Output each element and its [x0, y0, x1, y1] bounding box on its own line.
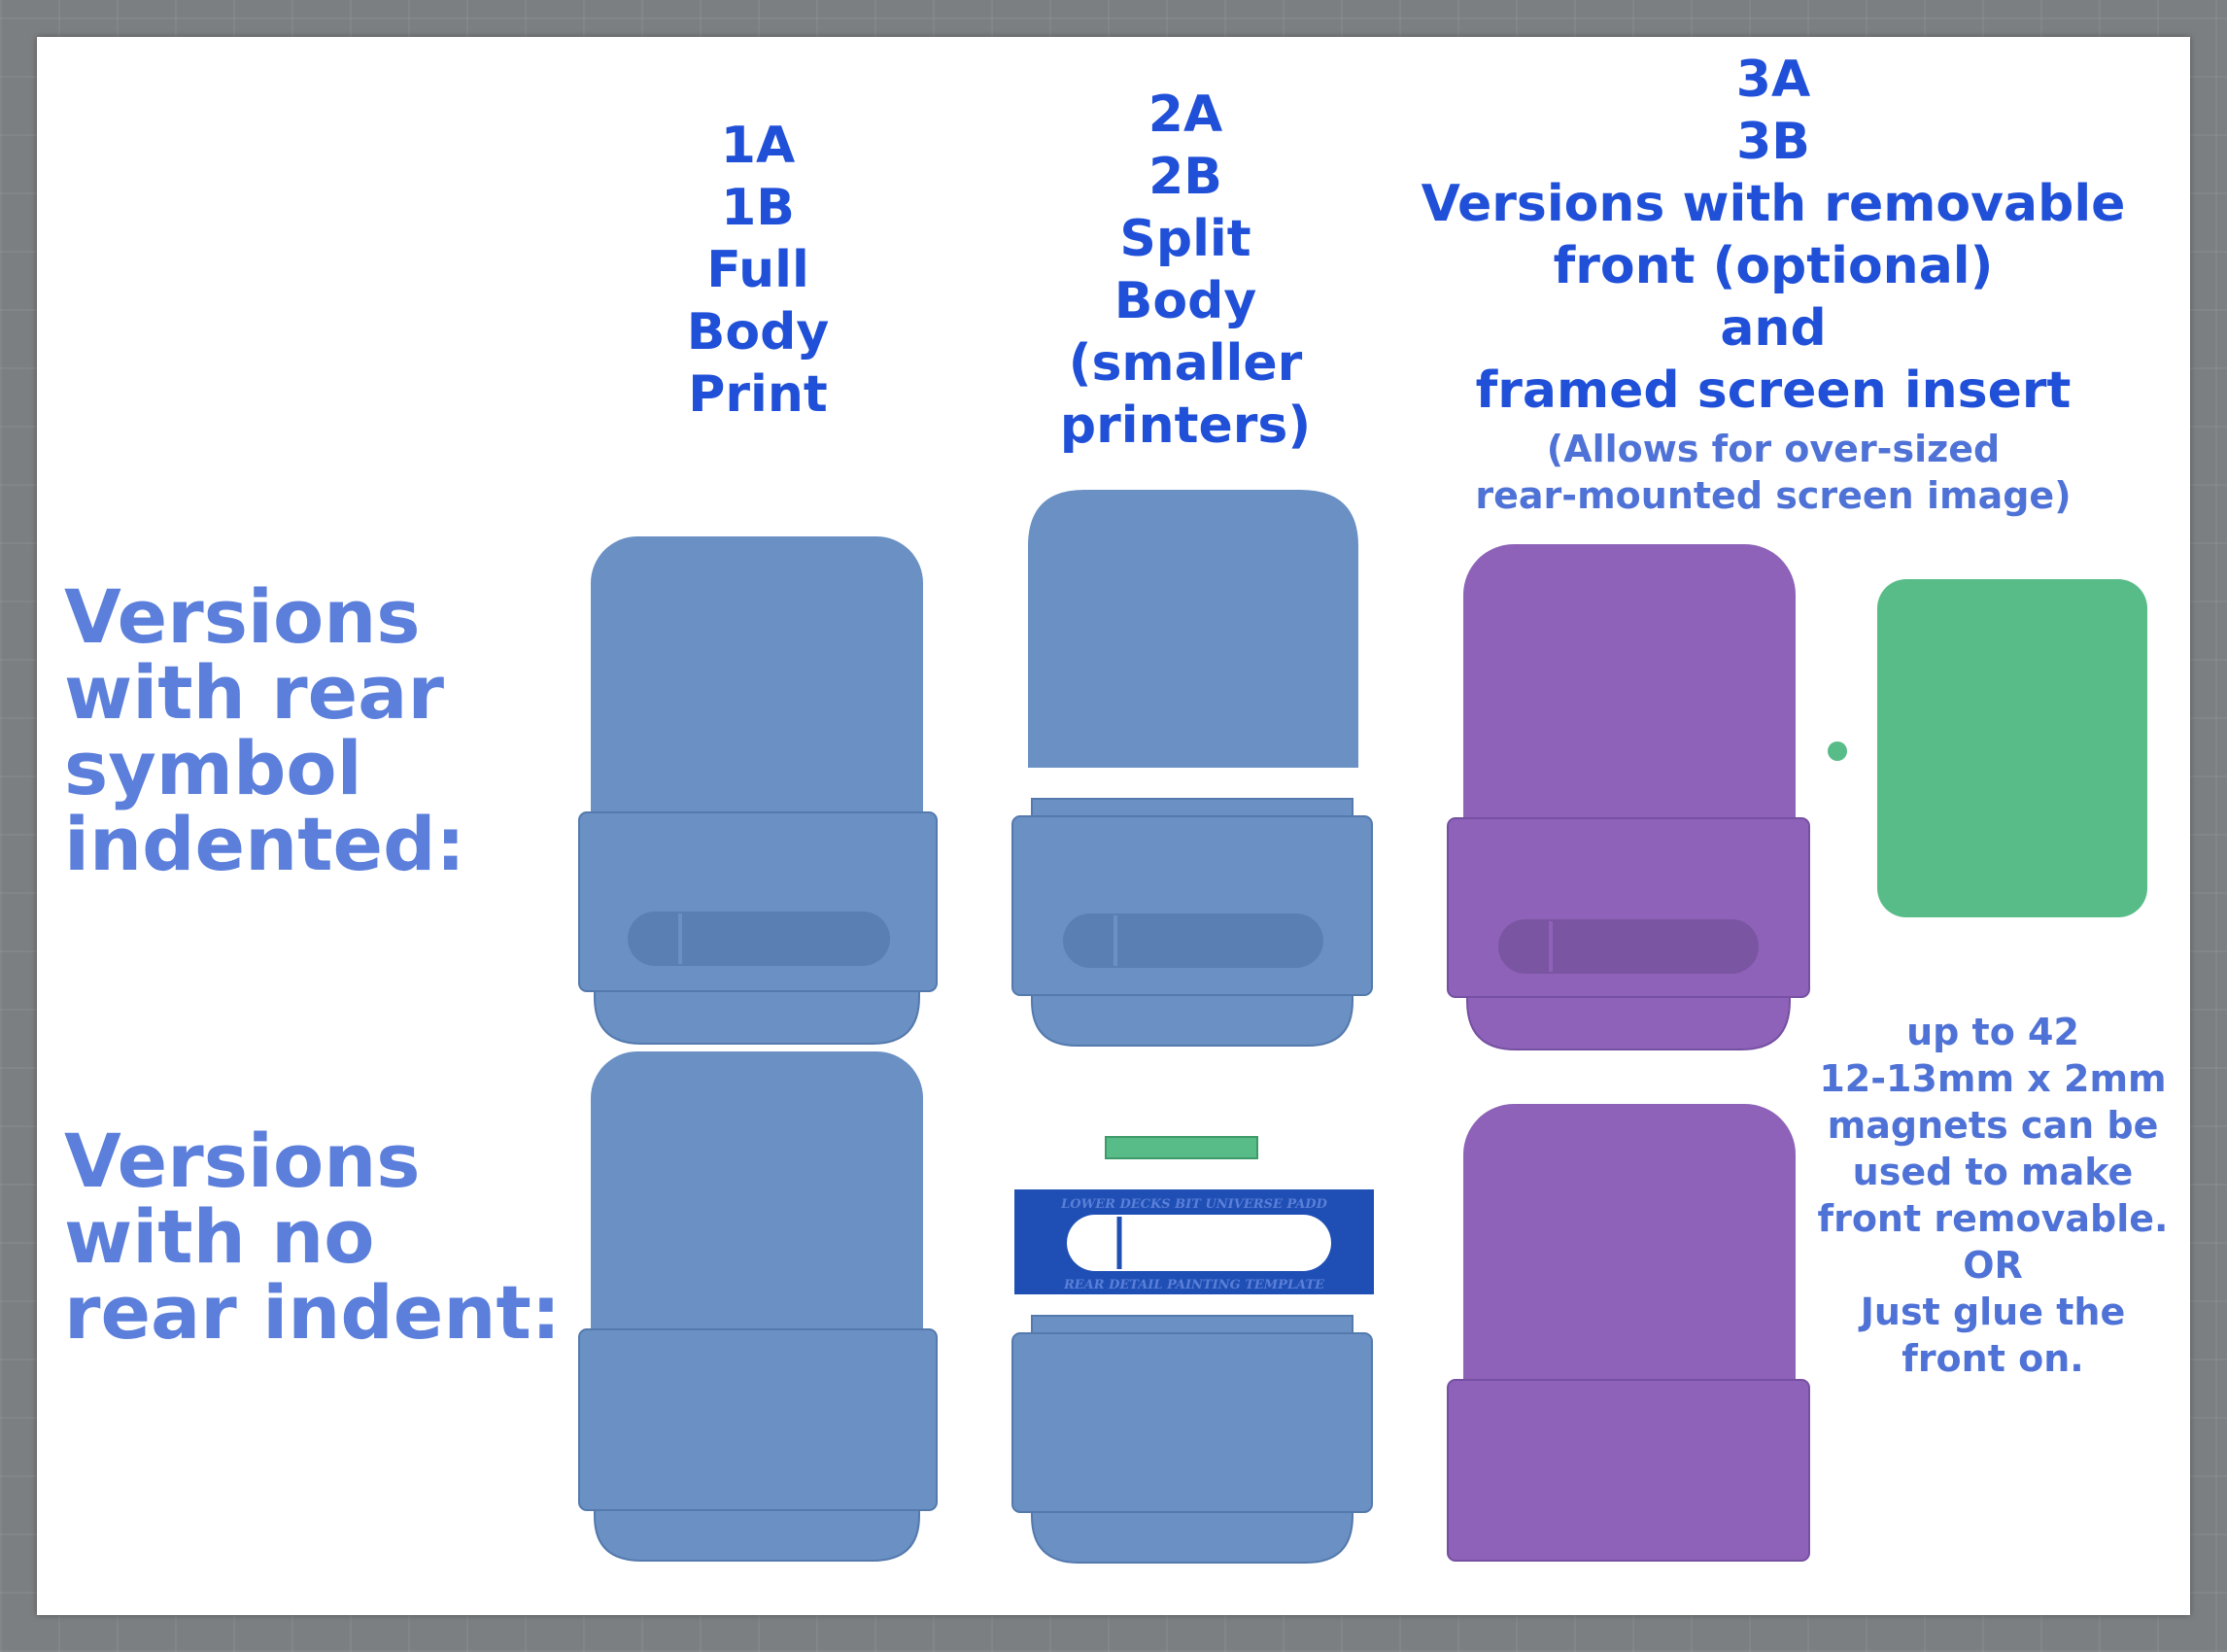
green-insert-bar — [1105, 1136, 1258, 1159]
part-1a-full-body-indented — [578, 536, 938, 1045]
column-3-header-line: framed screen insert — [1475, 361, 2072, 420]
column-2-header-line: printers) — [1059, 396, 1312, 455]
magnet-note-line: Just glue the — [1860, 1291, 2126, 1333]
part-2a-lower-band — [1011, 815, 1373, 996]
row-1-label: Versions with rear symbol indented: — [64, 579, 465, 882]
magnet-note-line: OR — [1963, 1244, 2023, 1287]
row-2-label: Versions with no rear indent: — [64, 1123, 561, 1351]
magnet-note: up to 42 12-13mm x 2mm magnets can be us… — [1813, 1009, 2173, 1382]
painting-template: LOWER DECKS BIT UNIVERSE PADD REAR DETAI… — [1014, 1189, 1374, 1294]
column-3-header-line: front (optional) — [1553, 237, 1994, 295]
part-3b-removable-front-plain — [1447, 1104, 1810, 1562]
row-1-label-line: Versions — [64, 573, 421, 660]
column-2-header-line: Body — [1114, 272, 1257, 330]
row-2-label-line: Versions — [64, 1118, 421, 1204]
column-1-header: 1A 1B Full Body Print — [661, 115, 855, 426]
column-3-note: (Allows for over-sized rear-mounted scre… — [1438, 426, 2108, 519]
magnet-note-line: 12-13mm x 2mm — [1819, 1057, 2167, 1100]
part-3b-lower-band — [1447, 1379, 1810, 1562]
column-3-note-line: (Allows for over-sized — [1546, 428, 2001, 470]
part-1b-full-body-plain — [578, 1051, 938, 1562]
column-2-header-line: Split — [1119, 210, 1251, 268]
column-3-header-line: 3A — [1735, 51, 1811, 109]
column-2-header-line: (smaller — [1068, 334, 1303, 393]
column-1-header-line: 1A — [720, 117, 796, 175]
row-1-label-line: indented: — [64, 801, 465, 887]
magnet-note-line: magnets can be — [1827, 1104, 2159, 1147]
column-3-header: 3A 3B Versions with removable front (opt… — [1399, 49, 2147, 422]
row-1-label-line: with rear — [64, 649, 444, 736]
column-3-header-line: Versions with removable — [1421, 175, 2126, 233]
column-2-header-line: 2A — [1148, 86, 1223, 144]
magnet-note-line: front on. — [1902, 1337, 2084, 1380]
part-2a-bottom-curve — [1031, 981, 1353, 1047]
part-3a-bottom-curve — [1466, 981, 1791, 1050]
part-1a-indent-slot — [628, 912, 890, 966]
part-1b-bottom-curve — [594, 1496, 920, 1562]
magnet-note-line: used to make — [1852, 1151, 2134, 1193]
magnet-note-line: up to 42 — [1906, 1011, 2079, 1053]
column-1-header-line: 1B — [721, 179, 795, 237]
row-2-label-line: rear indent: — [64, 1269, 562, 1356]
column-1-header-line: Full — [706, 241, 809, 299]
column-1-header-line: Print — [688, 365, 828, 424]
magnet-dot — [1828, 741, 1847, 761]
part-3a-indent-slot — [1498, 919, 1759, 974]
green-screen-insert — [1877, 579, 2147, 917]
part-2a-split-body-indented — [1011, 490, 1373, 1047]
part-2b-split-body-plain: LOWER DECKS BIT UNIVERSE PADD REAR DETAI… — [1011, 1136, 1374, 1564]
column-3-header-line: and — [1720, 299, 1827, 358]
column-3-note-line: rear-mounted screen image) — [1475, 474, 2072, 517]
column-1-header-line: Body — [686, 303, 830, 361]
part-2b-lower-band — [1011, 1332, 1373, 1513]
template-bottom-text: REAR DETAIL PAINTING TEMPLATE — [1063, 1278, 1325, 1292]
template-top-text: LOWER DECKS BIT UNIVERSE PADD — [1060, 1197, 1327, 1212]
row-1-label-line: symbol — [64, 725, 362, 811]
part-1b-lower-band — [578, 1328, 938, 1511]
column-2-header-line: 2B — [1148, 148, 1222, 206]
part-2a-top-piece — [1028, 490, 1358, 768]
template-cutout — [1067, 1215, 1331, 1271]
part-2a-indent-slot — [1063, 913, 1323, 968]
column-2-header: 2A 2B Split Body (smaller printers) — [1049, 84, 1321, 457]
column-3-header-line: 3B — [1736, 113, 1810, 171]
part-3a-removable-front-indented — [1447, 544, 2147, 1050]
magnet-note-line: front removable. — [1817, 1197, 2169, 1240]
row-2-label-line: with no — [64, 1193, 375, 1280]
